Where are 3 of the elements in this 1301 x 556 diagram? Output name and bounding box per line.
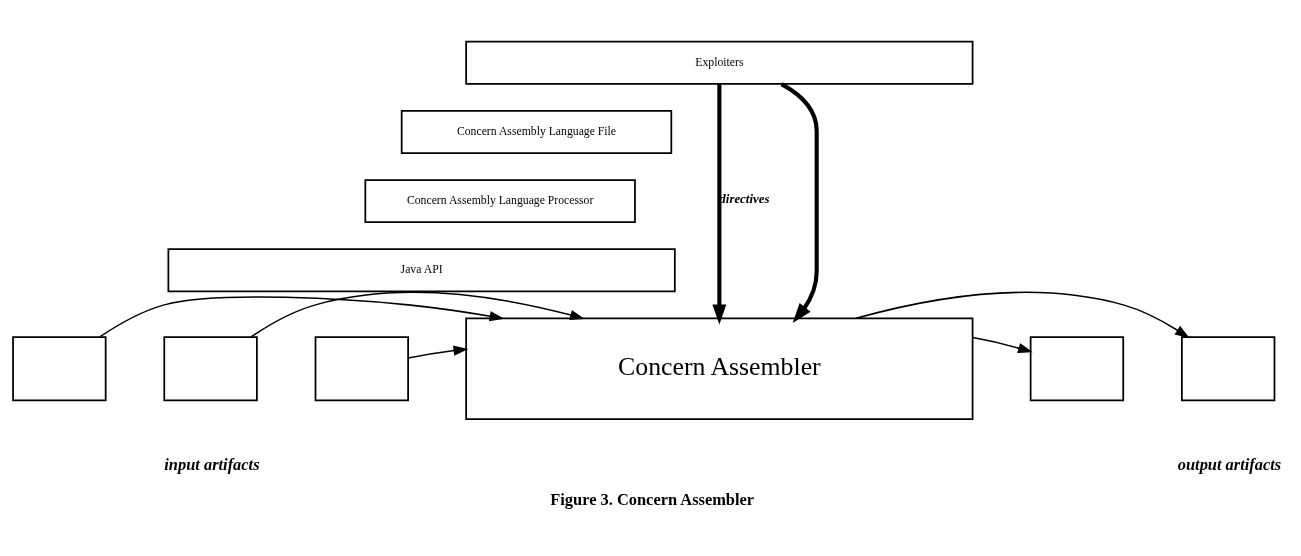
label: output artifacts <box>1177 454 1282 474</box>
label: input artifacts <box>164 454 260 474</box>
caption: Figure 3. Concern Assembler <box>550 489 755 509</box>
